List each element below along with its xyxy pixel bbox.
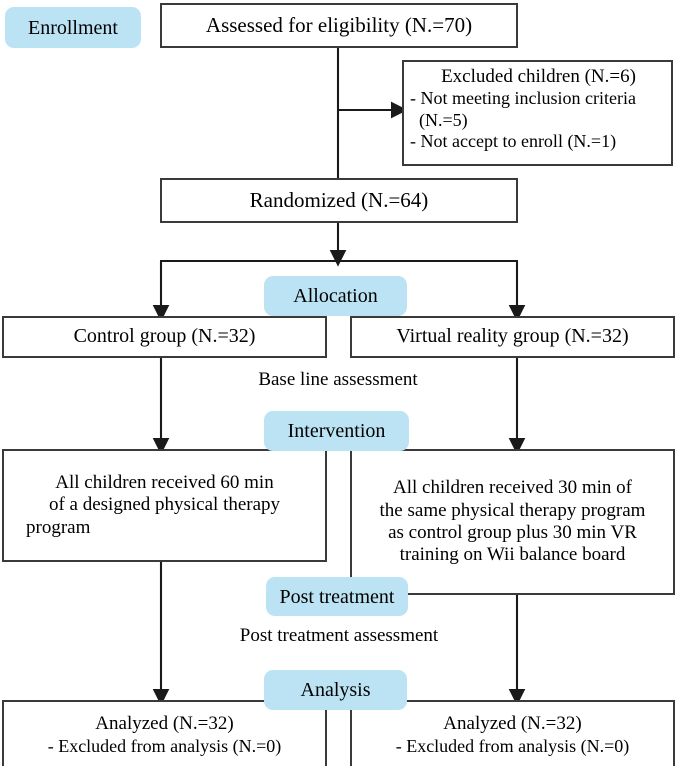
node-control-intervention-line-2: of a designed physical therapy: [48, 494, 281, 516]
node-vr-intervention-line-3: as control group plus 30 min VR: [388, 522, 637, 543]
node-vr-analysis-line-1: - Excluded from analysis (N.=0): [395, 735, 630, 756]
node-excluded-line-2: (N.=5): [419, 109, 468, 130]
node-vr-intervention: All children received 30 min of the same…: [350, 449, 675, 595]
stage-badge-analysis: Analysis: [264, 670, 407, 710]
node-control-intervention-line-3: program: [26, 516, 91, 538]
node-control-intervention-line-1: All children received 60 min: [55, 471, 274, 493]
stage-badge-post-treatment-label: Post treatment: [279, 585, 395, 608]
node-excluded-line-1: - Not meeting inclusion criteria: [410, 88, 636, 109]
node-vr-group: Virtual reality group (N.=32): [350, 316, 675, 358]
node-assessed-for-eligibility: Assessed for eligibility (N.=70): [160, 3, 518, 48]
baseline-assessment-text: Base line assessment: [258, 369, 418, 390]
node-control-group-line-1: Control group (N.=32): [73, 325, 256, 348]
stage-badge-allocation: Allocation: [264, 276, 407, 316]
node-vr-intervention-line-4: training on Wii balance board: [399, 544, 626, 566]
node-excluded-line-3: - Not accept to enroll (N.=1): [410, 130, 617, 151]
baseline-assessment-label: Base line assessment: [218, 370, 458, 394]
node-assessed-line-1: Assessed for eligibility (N.=70): [205, 13, 473, 38]
node-excluded-children: Excluded children (N.=6) - Not meeting i…: [402, 60, 673, 166]
stage-badge-analysis-label: Analysis: [300, 679, 371, 701]
stage-badge-post-treatment: Post treatment: [266, 577, 408, 616]
post-treatment-assessment-text: Post treatment assessment: [239, 625, 439, 646]
node-control-analysis-heading: Analyzed (N.=32): [95, 713, 234, 735]
stage-badge-enrollment-label: Enrollment: [28, 16, 118, 39]
node-randomized: Randomized (N.=64): [160, 178, 518, 223]
stage-badge-intervention-label: Intervention: [287, 420, 386, 442]
node-vr-intervention-line-2: the same physical therapy program: [379, 499, 646, 521]
stage-badge-allocation-label: Allocation: [293, 285, 378, 307]
post-treatment-assessment-label: Post treatment assessment: [199, 626, 479, 650]
node-control-analysis-line-1: - Excluded from analysis (N.=0): [47, 735, 282, 756]
node-excluded-heading: Excluded children (N.=6): [441, 66, 636, 87]
stage-badge-enrollment: Enrollment: [5, 7, 141, 48]
node-control-group: Control group (N.=32): [2, 316, 327, 358]
node-control-analysis: Analyzed (N.=32) - Excluded from analysi…: [2, 700, 327, 766]
stage-badge-intervention: Intervention: [264, 411, 409, 451]
node-randomized-line-1: Randomized (N.=64): [249, 188, 429, 213]
node-vr-intervention-line-1: All children received 30 min of: [392, 477, 632, 499]
node-vr-group-line-1: Virtual reality group (N.=32): [396, 325, 629, 348]
node-vr-analysis-heading: Analyzed (N.=32): [443, 713, 582, 735]
node-control-intervention: All children received 60 min of a design…: [2, 449, 327, 562]
node-vr-analysis: Analyzed (N.=32) - Excluded from analysi…: [350, 700, 675, 766]
